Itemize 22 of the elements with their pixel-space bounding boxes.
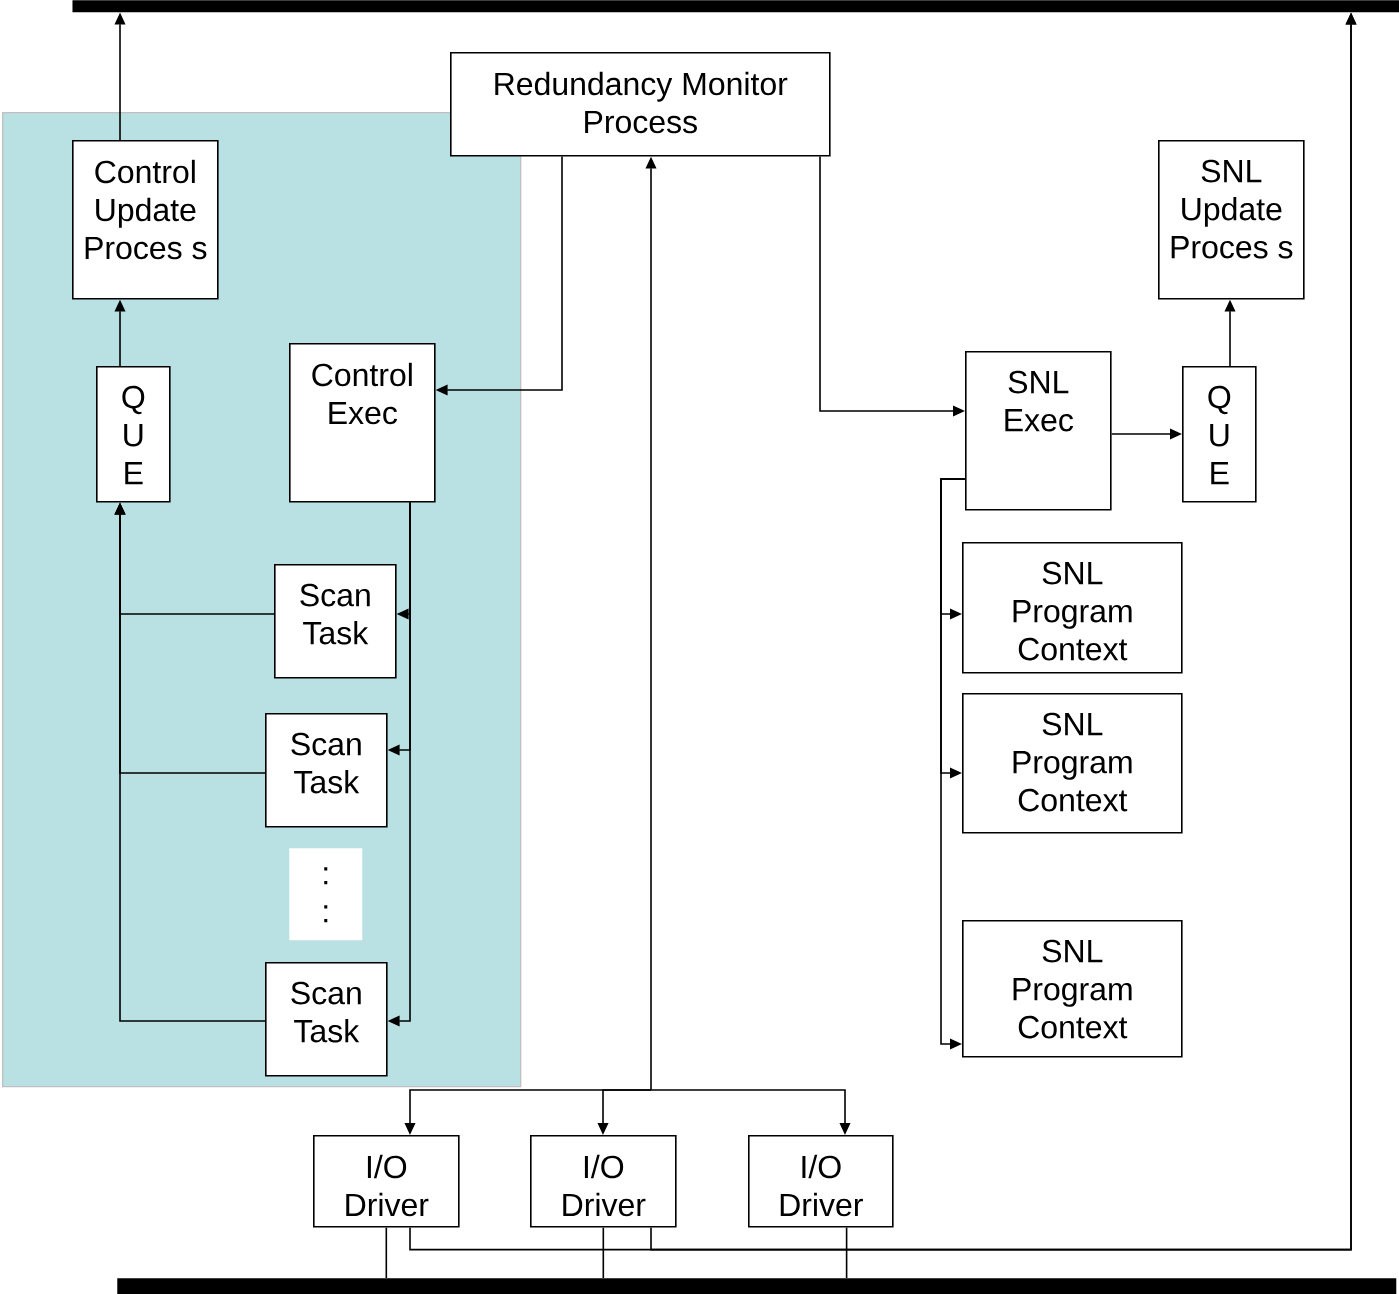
bus-bar	[117, 1278, 1397, 1294]
queue-box: Q U E	[96, 366, 171, 503]
process-box: Control Exec	[289, 343, 436, 503]
driver-box: I/O Driver	[313, 1135, 460, 1228]
arrow	[940, 478, 966, 1050]
driver-box: I/O Driver	[748, 1135, 894, 1228]
context-box: SNL Program Context	[962, 693, 1183, 834]
ellipsis-box: : :	[289, 848, 363, 941]
driver-box: I/O Driver	[530, 1135, 677, 1228]
process-box: SNL Exec	[965, 351, 1112, 511]
process-box: SNL Update Proces s	[1158, 140, 1305, 300]
queue-box: Q U E	[1182, 366, 1257, 503]
connector-line	[845, 1226, 848, 1279]
task-box: Scan Task	[265, 713, 388, 828]
connector-line	[602, 1226, 605, 1279]
process-box: Control Update Proces s	[72, 140, 219, 300]
process-box: Redundancy Monitor Process	[450, 52, 831, 157]
task-box: Scan Task	[265, 962, 388, 1077]
context-box: SNL Program Context	[962, 542, 1183, 674]
task-box: Scan Task	[274, 564, 397, 679]
context-box: SNL Program Context	[962, 920, 1183, 1058]
connector-line	[385, 1226, 388, 1279]
